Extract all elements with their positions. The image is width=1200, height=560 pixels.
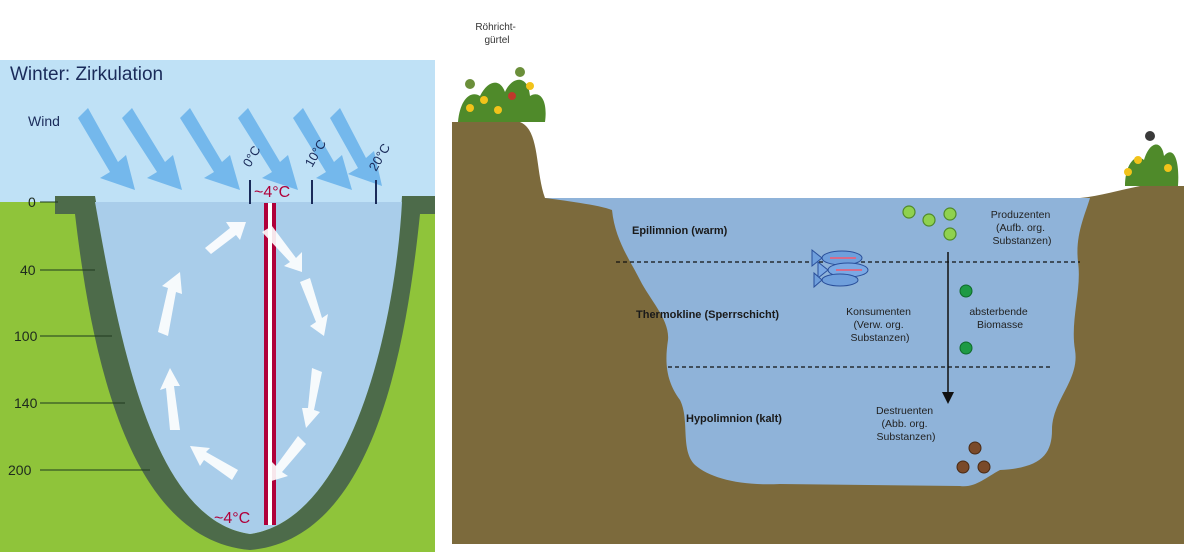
wind-arrows <box>78 108 382 190</box>
biomass-dot <box>959 284 973 298</box>
decomposer-dot <box>956 460 970 474</box>
temperature-column <box>264 203 276 525</box>
producer-dot <box>943 207 957 221</box>
circulation-arrow <box>300 278 328 336</box>
flower <box>1145 131 1155 141</box>
depth-labels: 0 40 100 140 200 <box>8 194 38 478</box>
fish-body <box>821 273 859 287</box>
consumers-line: Konsumenten <box>846 306 911 318</box>
flower <box>1164 164 1172 172</box>
basin-rim <box>55 196 435 550</box>
lake-water <box>545 198 1090 487</box>
depth-label: 0 <box>28 194 36 210</box>
flower <box>1134 156 1142 164</box>
sky-cutout <box>452 0 1184 198</box>
fish-icon <box>811 248 869 289</box>
plant-leaves <box>458 79 546 122</box>
producers-line: (Aufb. org. <box>996 222 1045 234</box>
circulation-arrow <box>160 368 180 430</box>
circulation-arrows <box>158 222 328 482</box>
producer-dot <box>922 213 936 227</box>
depth-label: 40 <box>20 262 36 278</box>
decomposers-label: Destruenten (Abb. org. Substanzen) <box>876 405 936 443</box>
consumers-line: (Verw. org. <box>853 319 903 331</box>
flower <box>508 92 516 100</box>
producers-line: Substanzen) <box>993 235 1052 247</box>
depth-label: 200 <box>8 462 32 478</box>
reed-label-line: gürtel <box>484 35 509 46</box>
producers-label: Produzenten (Aufb. org. Substanzen) <box>991 209 1053 247</box>
wind-arrow <box>293 108 352 190</box>
producer-dots <box>902 205 957 241</box>
circulation-arrow <box>302 368 322 428</box>
flower <box>526 82 534 90</box>
wind-arrow <box>238 108 298 190</box>
left-panel-winter-circulation: Winter: Zirkulation Wind 0°C 10°C 20°C ~… <box>0 60 435 552</box>
circulation-arrow <box>268 436 306 482</box>
flower <box>494 106 502 114</box>
consumers-line: Substanzen) <box>851 332 910 344</box>
wind-arrow <box>330 108 382 186</box>
biomass-dots <box>959 284 973 355</box>
flower <box>466 104 474 112</box>
wind-arrow <box>122 108 182 190</box>
circulation-arrow <box>190 446 238 480</box>
flower <box>515 67 525 77</box>
dying-biomass-label: absterbende Biomasse <box>969 306 1030 331</box>
right-panel-lake-layers: Röhricht- gürtel Epilimnion (warm) Therm… <box>452 0 1184 544</box>
depth-axis <box>40 201 150 471</box>
circulation-arrow <box>205 222 246 254</box>
depth-label: 100 <box>14 328 38 344</box>
temp-column-inner <box>268 203 272 525</box>
consumers-label: Konsumenten (Verw. org. Substanzen) <box>846 306 914 344</box>
reed-plants-left <box>458 67 546 122</box>
circulation-arrow <box>262 226 302 272</box>
flower <box>1124 168 1132 176</box>
temp-top-label: ~4°C <box>254 184 290 201</box>
temp-bottom-label: ~4°C <box>214 510 250 527</box>
depth-label: 140 <box>14 395 38 411</box>
fish-tail <box>817 260 829 280</box>
decomposers-line: (Abb. org. <box>881 418 927 430</box>
circulation-arrow <box>158 272 182 336</box>
fish-tail <box>811 248 823 268</box>
left-title: Winter: Zirkulation <box>10 64 163 85</box>
hypolimnion-label: Hypolimnion (kalt) <box>686 413 782 425</box>
decomposers-line: Destruenten <box>876 405 933 417</box>
reed-label-line: Röhricht- <box>475 22 516 33</box>
producer-dot <box>943 227 957 241</box>
flower <box>465 79 475 89</box>
flower <box>480 96 488 104</box>
dying-line: absterbende <box>969 306 1028 318</box>
wind-arrow <box>180 108 240 190</box>
decomposers-line: Substanzen) <box>877 431 936 443</box>
reed-plants-right <box>1124 131 1179 186</box>
wind-arrow <box>78 108 135 190</box>
surface-temp-scale <box>249 180 377 204</box>
wind-label: Wind <box>28 113 60 129</box>
reed-label: Röhricht- gürtel <box>475 22 518 46</box>
plant-leaves <box>1125 144 1179 186</box>
thermokline-label: Thermokline (Sperrschicht) <box>636 309 779 321</box>
decomposer-dot <box>977 460 991 474</box>
producer-dot <box>902 205 916 219</box>
epilimnion-label: Epilimnion (warm) <box>632 225 728 237</box>
fish-tail <box>813 271 823 289</box>
dying-line: Biomasse <box>977 319 1023 331</box>
biomass-dot <box>959 341 973 355</box>
decomposer-dots <box>956 441 991 474</box>
producers-line: Produzenten <box>991 209 1051 221</box>
decomposer-dot <box>968 441 982 455</box>
